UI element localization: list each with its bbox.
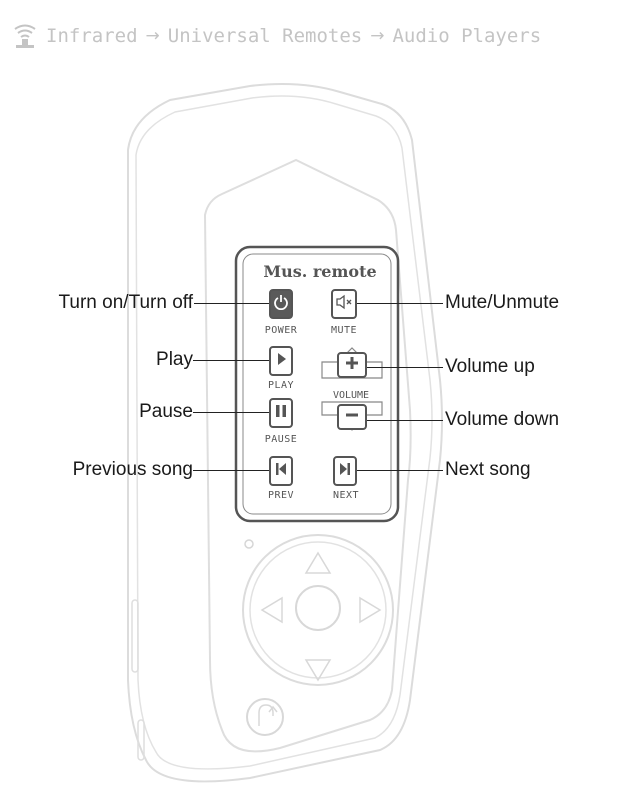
callout-line-play xyxy=(193,360,269,361)
callout-line-power xyxy=(194,303,269,304)
skip-previous-icon xyxy=(274,461,288,482)
play-button[interactable] xyxy=(269,346,293,376)
mute-button[interactable] xyxy=(331,289,357,319)
callout-line-prev xyxy=(193,470,269,471)
volume-label: VOLUME xyxy=(332,390,370,401)
mute-label: MUTE xyxy=(330,325,358,336)
next-button[interactable] xyxy=(333,456,357,486)
callout-prev: Previous song xyxy=(72,459,193,480)
pause-icon xyxy=(274,403,288,424)
skip-next-icon xyxy=(338,461,352,482)
breadcrumb-separator: → xyxy=(145,26,160,46)
play-label: PLAY xyxy=(267,380,295,391)
power-button[interactable] xyxy=(269,289,293,319)
callout-line-pause xyxy=(193,412,269,413)
infrared-icon xyxy=(12,23,38,49)
volume-up-button[interactable] xyxy=(337,352,367,378)
volume-down-button[interactable] xyxy=(337,404,367,430)
play-icon xyxy=(274,351,288,372)
prev-label: PREV xyxy=(267,490,295,501)
breadcrumb-item-audio-players: Audio Players xyxy=(392,25,542,47)
prev-button[interactable] xyxy=(269,456,293,486)
callout-power: Turn on/Turn off xyxy=(58,292,193,313)
speaker-mute-icon xyxy=(335,294,353,315)
breadcrumb-item-infrared[interactable]: Infrared xyxy=(46,25,138,47)
pause-label: PAUSE xyxy=(264,434,298,445)
remote-panel-title: Mus. remote xyxy=(263,262,377,281)
callout-line-volume-up xyxy=(367,367,443,368)
power-label: POWER xyxy=(264,325,298,336)
callout-line-next xyxy=(357,470,443,471)
callout-play: Play xyxy=(156,349,193,370)
callout-line-mute xyxy=(357,303,443,304)
callout-line-volume-down xyxy=(367,420,443,421)
callout-mute: Mute/Unmute xyxy=(445,292,560,313)
minus-icon xyxy=(344,407,360,428)
callout-volume-down: Volume down xyxy=(445,409,560,430)
next-label: NEXT xyxy=(332,490,360,501)
breadcrumb: Infrared → Universal Remotes → Audio Pla… xyxy=(12,20,541,52)
breadcrumb-item-universal-remotes[interactable]: Universal Remotes xyxy=(167,25,363,47)
power-icon xyxy=(273,294,289,315)
callout-pause: Pause xyxy=(139,401,193,422)
plus-icon xyxy=(344,355,360,376)
callout-volume-up: Volume up xyxy=(445,356,535,377)
breadcrumb-separator: → xyxy=(370,26,385,46)
callout-next: Next song xyxy=(445,459,531,480)
pause-button[interactable] xyxy=(269,398,293,428)
